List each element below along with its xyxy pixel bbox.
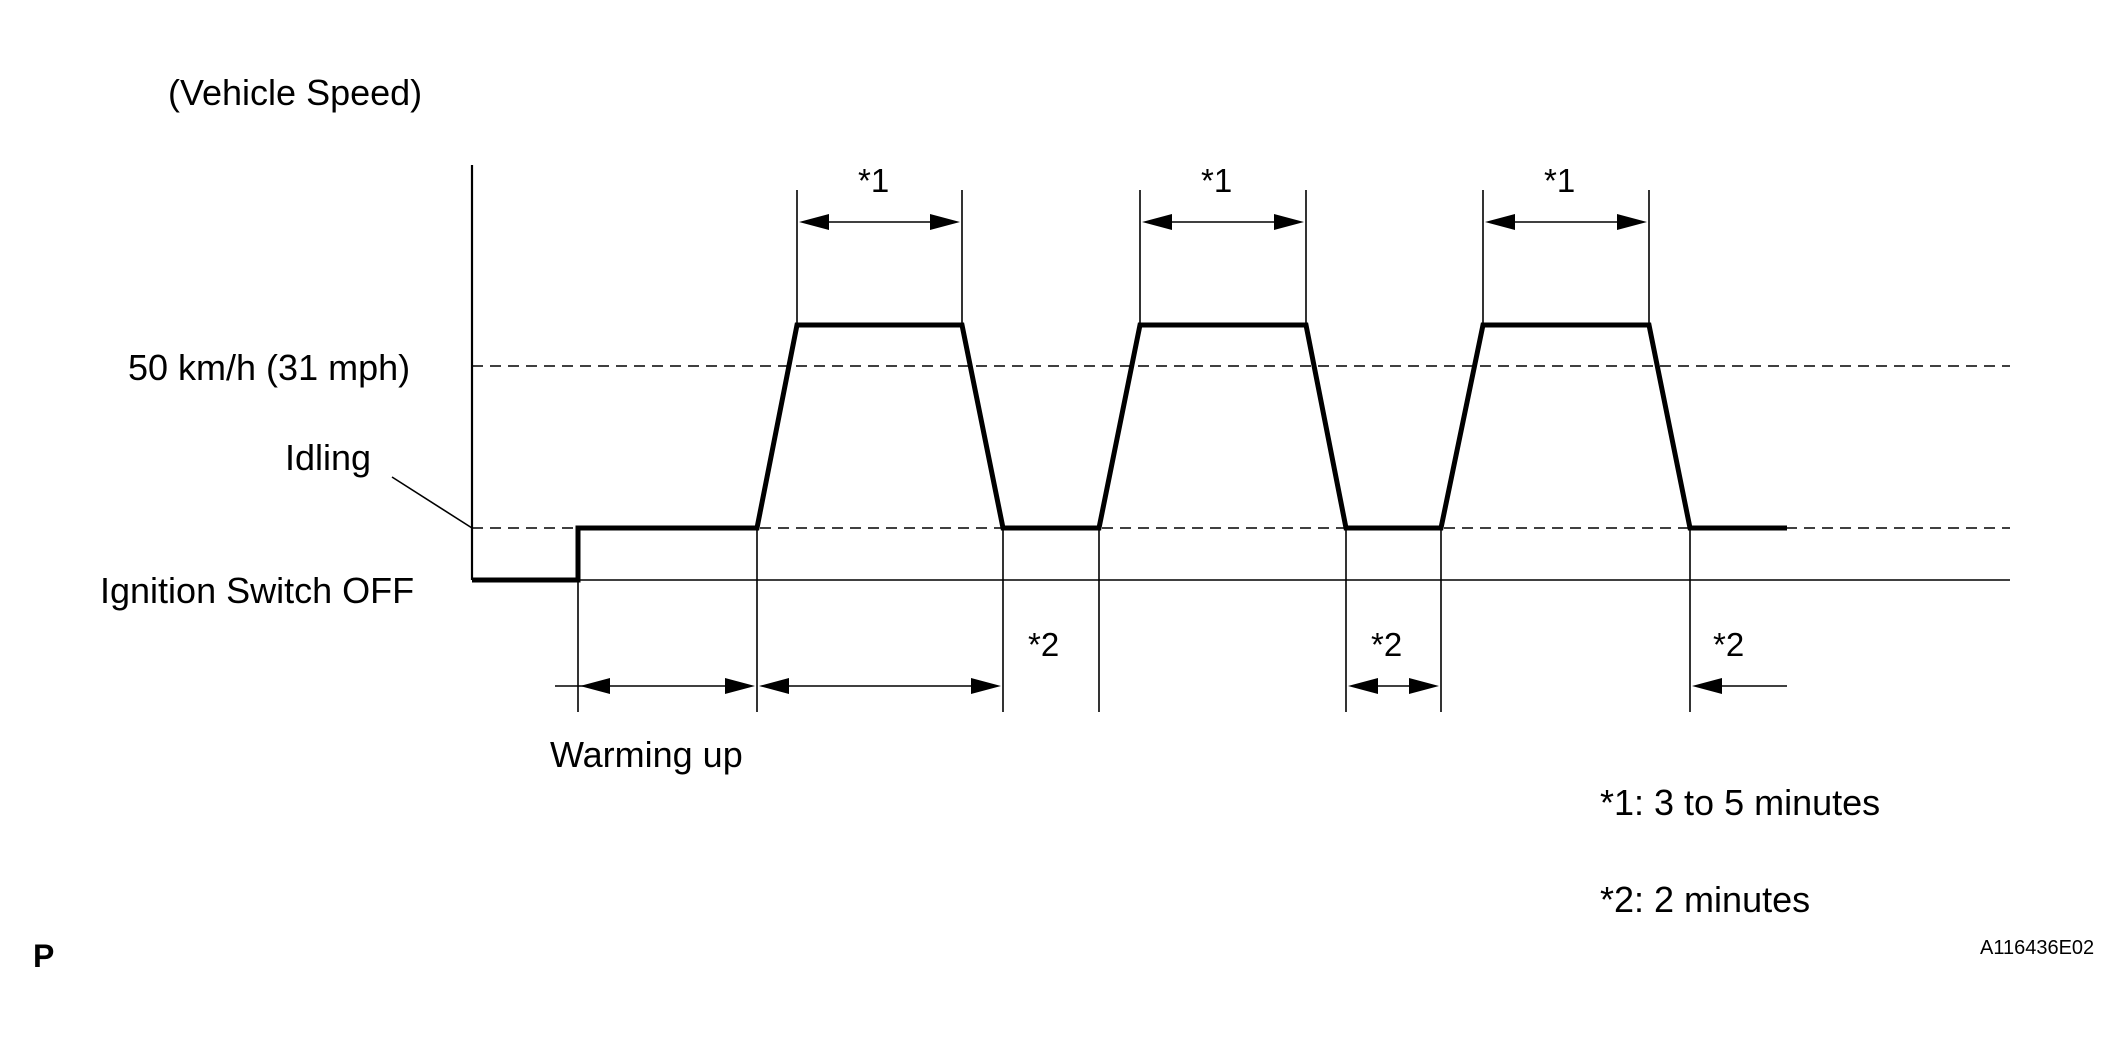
legend-star1: *1: 3 to 5 minutes xyxy=(1600,782,1880,823)
star2-dimension-a xyxy=(759,678,1001,694)
extension-lines xyxy=(577,190,1691,712)
idling-leader-line xyxy=(391,476,473,529)
legend-star2: *2: 2 minutes xyxy=(1600,879,1810,920)
ignition-off-label: Ignition Switch OFF xyxy=(100,570,414,611)
star1-label-2: *1 xyxy=(1201,162,1232,199)
star2-label-1: *2 xyxy=(1028,626,1059,663)
star2-dimension-b xyxy=(1348,678,1439,694)
figure-code: A116436E02 xyxy=(1980,937,2094,959)
warming-up-dimension xyxy=(555,678,755,694)
star2-label-3: *2 xyxy=(1713,626,1744,663)
corner-mark-p: P xyxy=(33,938,54,974)
star1-label-1: *1 xyxy=(858,162,889,199)
star2-label-2: *2 xyxy=(1371,626,1402,663)
vehicle-speed-axis-label: (Vehicle Speed) xyxy=(168,72,422,113)
warming-up-label: Warming up xyxy=(550,734,743,775)
speed-level-label: 50 km/h (31 mph) xyxy=(128,347,410,388)
star2-dimension-c xyxy=(1692,678,1787,694)
idling-label: Idling xyxy=(285,437,371,478)
star1-dimension-2 xyxy=(1142,214,1304,230)
star1-dimension-3 xyxy=(1485,214,1647,230)
star1-label-3: *1 xyxy=(1544,162,1575,199)
speed-profile-line xyxy=(472,322,1787,583)
star1-dimension-1 xyxy=(799,214,960,230)
